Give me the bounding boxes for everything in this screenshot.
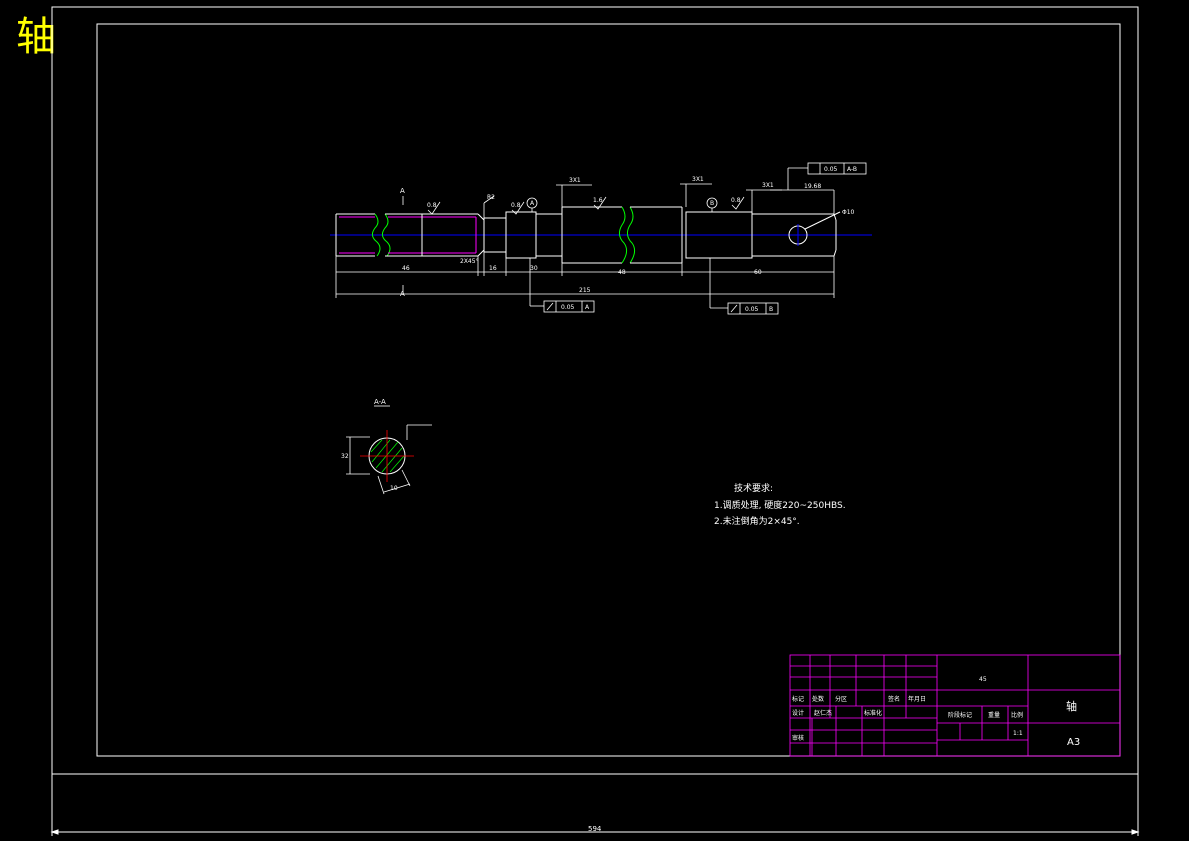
dim-total: 215 — [579, 287, 591, 294]
tb-weight: 重量 — [988, 711, 1000, 719]
runout-a-tol: 0.05 — [561, 304, 575, 311]
dim-chamfer: 2X45° — [460, 258, 479, 265]
title-block-text: 标记 处数 分区 签名 年月日 设计 赵仁杰 标准化 审核 阶段标记 重量 比例… — [792, 676, 1080, 748]
tb-sheet-size: A3 — [1067, 737, 1080, 748]
sheet-frame — [50, 6, 1140, 836]
dim-groove-3: 3X1 — [762, 182, 774, 189]
dim-48: 48 — [618, 269, 626, 276]
tb-designer: 赵仁杰 — [814, 709, 832, 717]
tb-zone: 分区 — [835, 695, 847, 703]
outer-border — [51, 6, 1139, 775]
tech-requirements: 技术要求: 1.调质处理, 硬度220~250HBS. 2.未注倒角为2×45°… — [714, 482, 846, 527]
inner-border — [96, 23, 1121, 757]
runout-b-ref: B — [769, 306, 773, 313]
tb-standard: 标准化 — [864, 709, 882, 717]
section-label: A-A — [374, 398, 386, 406]
dim-30: 30 — [530, 265, 538, 272]
roughness-label-3: 1.6 — [593, 197, 603, 204]
tb-material: 45 — [979, 676, 987, 683]
tb-count: 处数 — [812, 695, 824, 703]
datum-a-label: A — [530, 200, 535, 207]
tb-part-name: 轴 — [1066, 699, 1077, 713]
sheet-width-dim-text: 594 — [588, 825, 602, 833]
tech-requirement-1: 1.调质处理, 硬度220~250HBS. — [714, 499, 846, 511]
dim-16: 16 — [489, 265, 497, 272]
dim-60: 60 — [754, 269, 762, 276]
dim-hole: Φ10 — [842, 209, 855, 216]
tb-mark: 标记 — [792, 695, 804, 703]
tb-scale: 1:1 — [1013, 730, 1023, 737]
runout-a-ref: A — [585, 304, 590, 311]
tb-review: 审核 — [792, 734, 804, 742]
roughness-label-1: 0.8 — [427, 202, 437, 209]
runout-frame-a — [543, 300, 595, 313]
corner-title: 轴 — [16, 14, 56, 60]
runout-b-tol: 0.05 — [745, 306, 759, 313]
tb-stage: 阶段标记 — [948, 711, 972, 719]
position-tol-ref: A-B — [847, 166, 857, 173]
tb-date: 年月日 — [908, 695, 926, 703]
datum-b-label: B — [710, 200, 714, 207]
dim-46: 46 — [402, 265, 410, 272]
dim-groove-2: 3X1 — [692, 176, 704, 183]
tech-requirements-heading: 技术要求: — [734, 482, 773, 494]
section-view: A-A 32 10 — [341, 398, 432, 495]
dim-offset: 19.68 — [804, 183, 821, 190]
tb-design: 设计 — [792, 709, 804, 717]
tb-sign: 签名 — [888, 695, 900, 703]
shaft-main-view — [330, 206, 872, 264]
roughness-label-2: 0.8 — [511, 202, 521, 209]
dim-groove-1: 3X1 — [569, 177, 581, 184]
position-tol-value: 0.05 — [824, 166, 838, 173]
section-mark-bottom: A — [400, 290, 405, 298]
section-dim-height: 32 — [341, 453, 349, 460]
tech-requirement-2: 2.未注倒角为2×45°. — [714, 515, 800, 527]
section-dim-width: 10 — [390, 485, 398, 492]
roughness-label-4: 0.8 — [731, 197, 741, 204]
title-block — [789, 654, 1121, 757]
section-mark-top: A — [400, 187, 405, 195]
dim-r2: R2 — [487, 194, 495, 201]
shaft-dimensions — [335, 167, 835, 309]
runout-frame-b — [727, 302, 779, 315]
roughness-symbols — [427, 196, 745, 215]
position-tol-frame — [807, 162, 867, 175]
tb-scale-label: 比例 — [1011, 711, 1023, 719]
